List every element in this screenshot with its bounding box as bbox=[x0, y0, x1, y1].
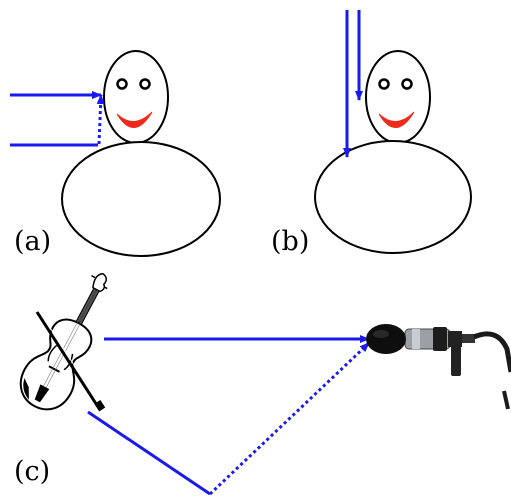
reflected-sound-arrow-c bbox=[208, 341, 371, 496]
eye-right-b bbox=[401, 78, 413, 90]
mouth-b bbox=[378, 111, 415, 128]
body-b bbox=[314, 140, 472, 254]
panel-a: (a) bbox=[10, 50, 221, 257]
ground-incident-ray-c bbox=[87, 410, 211, 496]
panel-b: (b) bbox=[271, 10, 472, 257]
mouth-a bbox=[116, 111, 153, 128]
panel-label-a: (a) bbox=[14, 226, 51, 257]
head-b bbox=[365, 50, 431, 144]
body-a bbox=[61, 141, 221, 257]
panel-c: (c) bbox=[14, 272, 511, 496]
panel-label-c: (c) bbox=[14, 456, 50, 487]
violin-icon bbox=[19, 272, 108, 412]
eye-left-a bbox=[116, 78, 128, 90]
microphone-icon bbox=[366, 324, 511, 410]
head-a bbox=[103, 50, 169, 144]
eye-left-b bbox=[378, 78, 390, 90]
eye-right-a bbox=[139, 78, 151, 90]
diffracted-arrow-a bbox=[96, 94, 105, 145]
panel-label-b: (b) bbox=[271, 226, 309, 257]
